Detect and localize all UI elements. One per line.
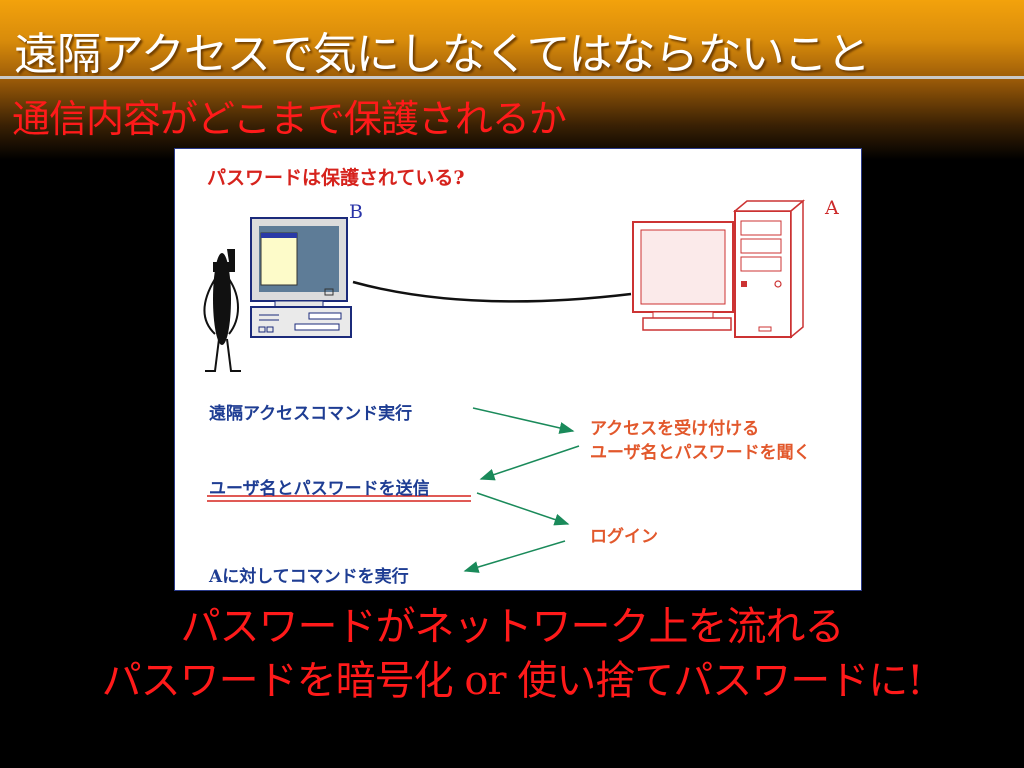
connection-cable (352, 280, 632, 303)
server-step-1: アクセスを受け付ける (590, 419, 760, 439)
diagram-drawing (203, 199, 806, 573)
arrow-prompt (479, 445, 580, 481)
title-band (0, 0, 1024, 160)
footer-line-2: パスワードを暗号化 or 使い捨てパスワードに! (101, 658, 924, 704)
tower-server-icon (632, 199, 806, 339)
diagram-question: パスワードは保護されている? (207, 167, 465, 189)
slide-title: 遠隔アクセスで気にしなくてはならないこと (14, 29, 871, 80)
server-step-2: ユーザ名とパスワードを聞く (590, 443, 811, 463)
arrow-request (472, 407, 575, 434)
computer-b-label: B (349, 201, 363, 223)
diagram-panel: パスワードは保護されている? B A 遠隔アクセスコマンド実行 アクセスを受け付… (174, 148, 862, 591)
arrow-login (463, 540, 566, 573)
client-step-3: Aに対してコマンドを実行 (209, 567, 409, 587)
arrow-credentials (476, 492, 570, 526)
slide-subtitle: 通信内容がどこまで保護されるか (12, 97, 567, 141)
person-silhouette-icon (203, 249, 241, 372)
title-divider (0, 76, 1024, 79)
client-step-2: ユーザ名とパスワードを送信 (209, 479, 430, 499)
client-step-1: 遠隔アクセスコマンド実行 (209, 404, 413, 424)
desktop-computer-icon (250, 217, 352, 338)
computer-a-label: A (825, 197, 839, 219)
footer-line-1: パスワードがネットワーク上を流れる (180, 604, 845, 650)
server-step-3: ログイン (590, 527, 658, 547)
